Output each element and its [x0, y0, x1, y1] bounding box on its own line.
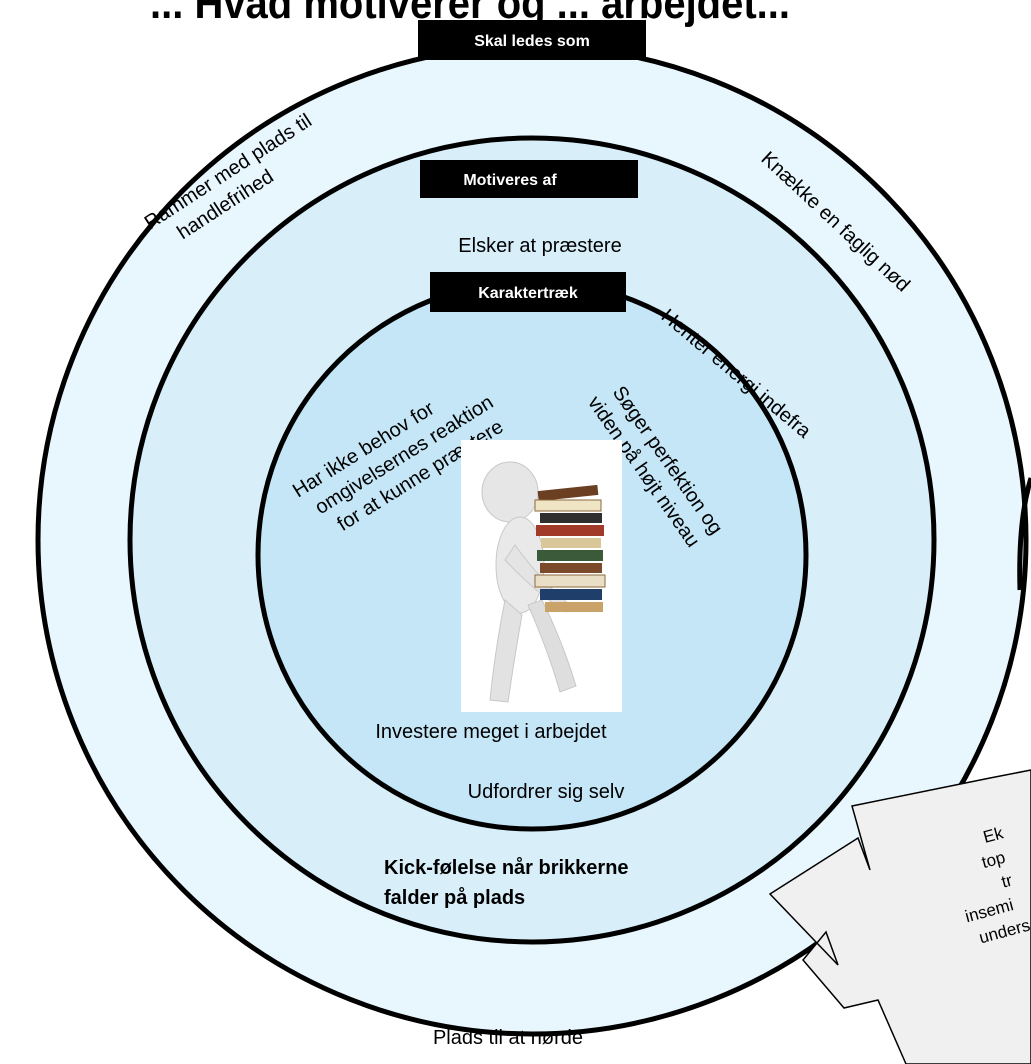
- inner-bottom-text-1: Investere meget i arbejdet: [375, 721, 607, 743]
- outer-ring-header: Skal ledes som: [418, 20, 646, 60]
- edge-partial-shape: [1017, 477, 1031, 591]
- middle-header-label: Motiveres af: [463, 172, 557, 189]
- inner-bottom-text-2: Udfordrer sig selv: [468, 781, 625, 803]
- middle-bottom-line-2: falder på plads: [384, 886, 525, 909]
- outer-header-label: Skal ledes som: [474, 33, 590, 50]
- inner-ring-header: Karaktertræk: [430, 272, 626, 312]
- outer-bottom-text: Plads til at nørde: [433, 1027, 583, 1049]
- callout-line-1: Ek: [981, 823, 1006, 847]
- callout-arrow-shape: [768, 769, 1031, 1064]
- middle-ring-header: Motiveres af: [420, 160, 638, 198]
- middle-bottom-line-1: Kick-følelse når brikkerne: [384, 856, 629, 879]
- figure-carrying-books-image: [461, 440, 622, 712]
- inner-header-label: Karaktertræk: [478, 285, 578, 302]
- middle-top-text: Elsker at præstere: [458, 235, 621, 257]
- middle-bottom-text: Kick-følelse når brikkerne falder på pla…: [384, 856, 629, 909]
